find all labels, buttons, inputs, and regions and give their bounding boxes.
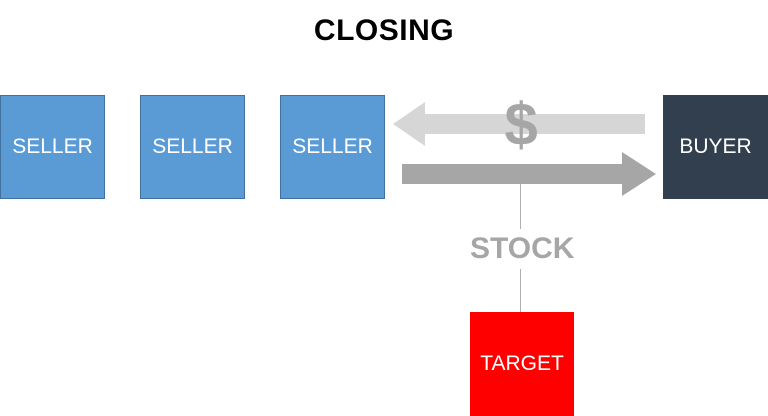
seller-label: SELLER	[12, 135, 93, 158]
stock-arrow	[402, 152, 656, 196]
target-label: TARGET	[480, 352, 564, 375]
buyer-label: BUYER	[679, 135, 752, 158]
money-arrow	[393, 102, 645, 146]
seller-box-1: SELLER	[0, 95, 105, 199]
seller-label: SELLER	[152, 135, 233, 158]
seller-label: SELLER	[292, 135, 373, 158]
money-label: $	[504, 91, 538, 158]
seller-box-3: SELLER	[280, 95, 385, 199]
seller-box-2: SELLER	[140, 95, 245, 199]
buyer-box: BUYER	[663, 95, 768, 199]
stock-label: STOCK	[470, 229, 574, 269]
target-box: TARGET	[470, 312, 574, 416]
diagram-title: CLOSING	[313, 14, 455, 47]
